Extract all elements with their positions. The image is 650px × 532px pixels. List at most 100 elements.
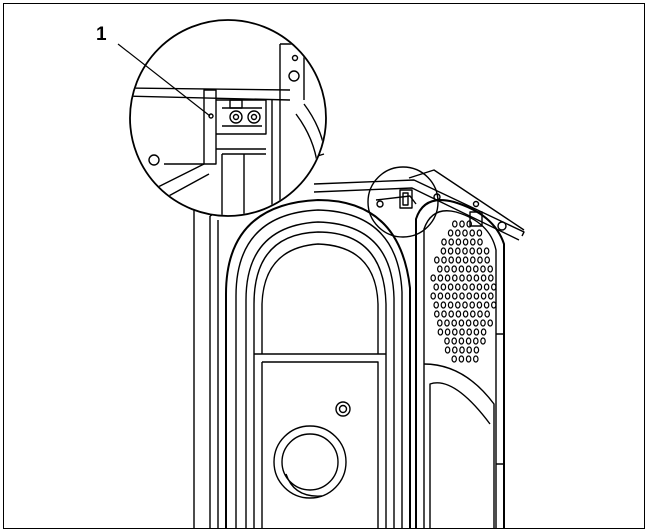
perforation-hole (462, 301, 468, 309)
perforation-hole (458, 337, 465, 345)
perforation-hole (441, 256, 447, 264)
perforation-hole (473, 328, 480, 336)
perforation-hole (437, 328, 444, 336)
perforation-hole (480, 337, 486, 345)
perforation-hole (477, 310, 483, 318)
perforation-hole (462, 310, 469, 318)
perforation-hole (447, 229, 454, 237)
perforation-hole (484, 310, 491, 318)
perforation-hole (448, 310, 455, 318)
drum-cover (225, 199, 411, 528)
perforation-hole (466, 292, 473, 300)
perforation-hole (444, 265, 450, 273)
perforation-hole (476, 247, 483, 255)
detail-circle-small (367, 166, 439, 238)
perforation-hole (469, 256, 476, 264)
callout-label-1: 1 (96, 24, 107, 45)
perforation-hole (480, 265, 486, 273)
perforation-hole (487, 274, 494, 282)
perforation-hole (472, 265, 479, 273)
perforation-hole (477, 238, 483, 246)
perforation-hole (451, 346, 458, 354)
perforation-hole (466, 346, 473, 354)
perforation-hole (466, 274, 473, 282)
perforation-hole (472, 337, 479, 345)
perforation-hole (462, 229, 468, 237)
perforation-hole (487, 292, 494, 300)
perforation-hole (441, 238, 447, 246)
perforation-hole (451, 355, 458, 363)
perforation-hole (454, 247, 461, 255)
perforation-hole (462, 256, 469, 264)
perforation-hole (480, 319, 486, 327)
perforation-hole (459, 220, 465, 228)
perforation-hole (448, 256, 455, 264)
perforation-hole (444, 292, 451, 300)
perforation-hole (480, 328, 487, 336)
perforation-hole (440, 247, 447, 255)
perforation-hole (469, 238, 476, 246)
perforation-hole (462, 283, 468, 291)
perforation-hole (462, 238, 469, 246)
perforation-hole (447, 247, 454, 255)
perforation-hole (451, 292, 458, 300)
perforation-holes (430, 220, 497, 363)
callout-leader-1 (117, 43, 211, 117)
diagram-frame: 1 (3, 3, 645, 529)
perforation-hole (462, 247, 468, 255)
perforation-hole (476, 229, 483, 237)
perforation-hole (473, 274, 480, 282)
perforation-hole (483, 301, 490, 309)
perforation-hole (444, 319, 450, 327)
technical-drawing (117, 19, 525, 528)
perforation-hole (484, 256, 491, 264)
perforation-hole (487, 265, 494, 273)
perforation-hole (466, 220, 473, 228)
perforation-hole (458, 265, 465, 273)
perforation-hole (430, 274, 437, 282)
perforation-hole (430, 292, 437, 300)
perforation-hole (469, 310, 476, 318)
perforation-hole (451, 319, 458, 327)
perforation-hole (465, 265, 472, 273)
perforation-hole (487, 319, 494, 327)
perforation-hole (472, 355, 479, 363)
perforation-hole (480, 292, 487, 300)
perforation-hole (469, 229, 476, 237)
perforation-hole (436, 265, 443, 273)
perforation-hole (469, 247, 476, 255)
perforation-hole (444, 328, 451, 336)
perforation-hole (451, 274, 458, 282)
perforation-hole (444, 346, 451, 354)
perforation-hole (466, 328, 473, 336)
perforation-hole (437, 292, 444, 300)
perforation-hole (441, 310, 447, 318)
perforation-hole (459, 274, 465, 282)
perforation-hole (465, 355, 472, 363)
detail-magnified (129, 19, 327, 217)
perforation-hole (436, 319, 443, 327)
perforation-hole (454, 301, 461, 309)
perforation-hole (472, 319, 479, 327)
perforation-hole (447, 301, 454, 309)
perforation-hole (458, 319, 465, 327)
perforation-hole (455, 310, 462, 318)
perforation-hole (458, 355, 465, 363)
perforation-hole (469, 283, 476, 291)
perforation-hole (454, 229, 461, 237)
perforation-hole (451, 328, 458, 336)
perforation-hole (465, 319, 472, 327)
perforation-hole (483, 283, 490, 291)
perforation-hole (437, 274, 444, 282)
perforation-hole (476, 301, 483, 309)
perforation-hole (433, 301, 440, 309)
perforation-hole (448, 238, 455, 246)
perforation-hole (477, 256, 483, 264)
perforation-hole (433, 310, 440, 318)
perforation-hole (440, 283, 447, 291)
perforation-hole (459, 346, 465, 354)
perforation-hole (490, 301, 497, 309)
perforation-hole (447, 283, 454, 291)
perforation-hole (465, 337, 472, 345)
perforation-hole (440, 301, 447, 309)
